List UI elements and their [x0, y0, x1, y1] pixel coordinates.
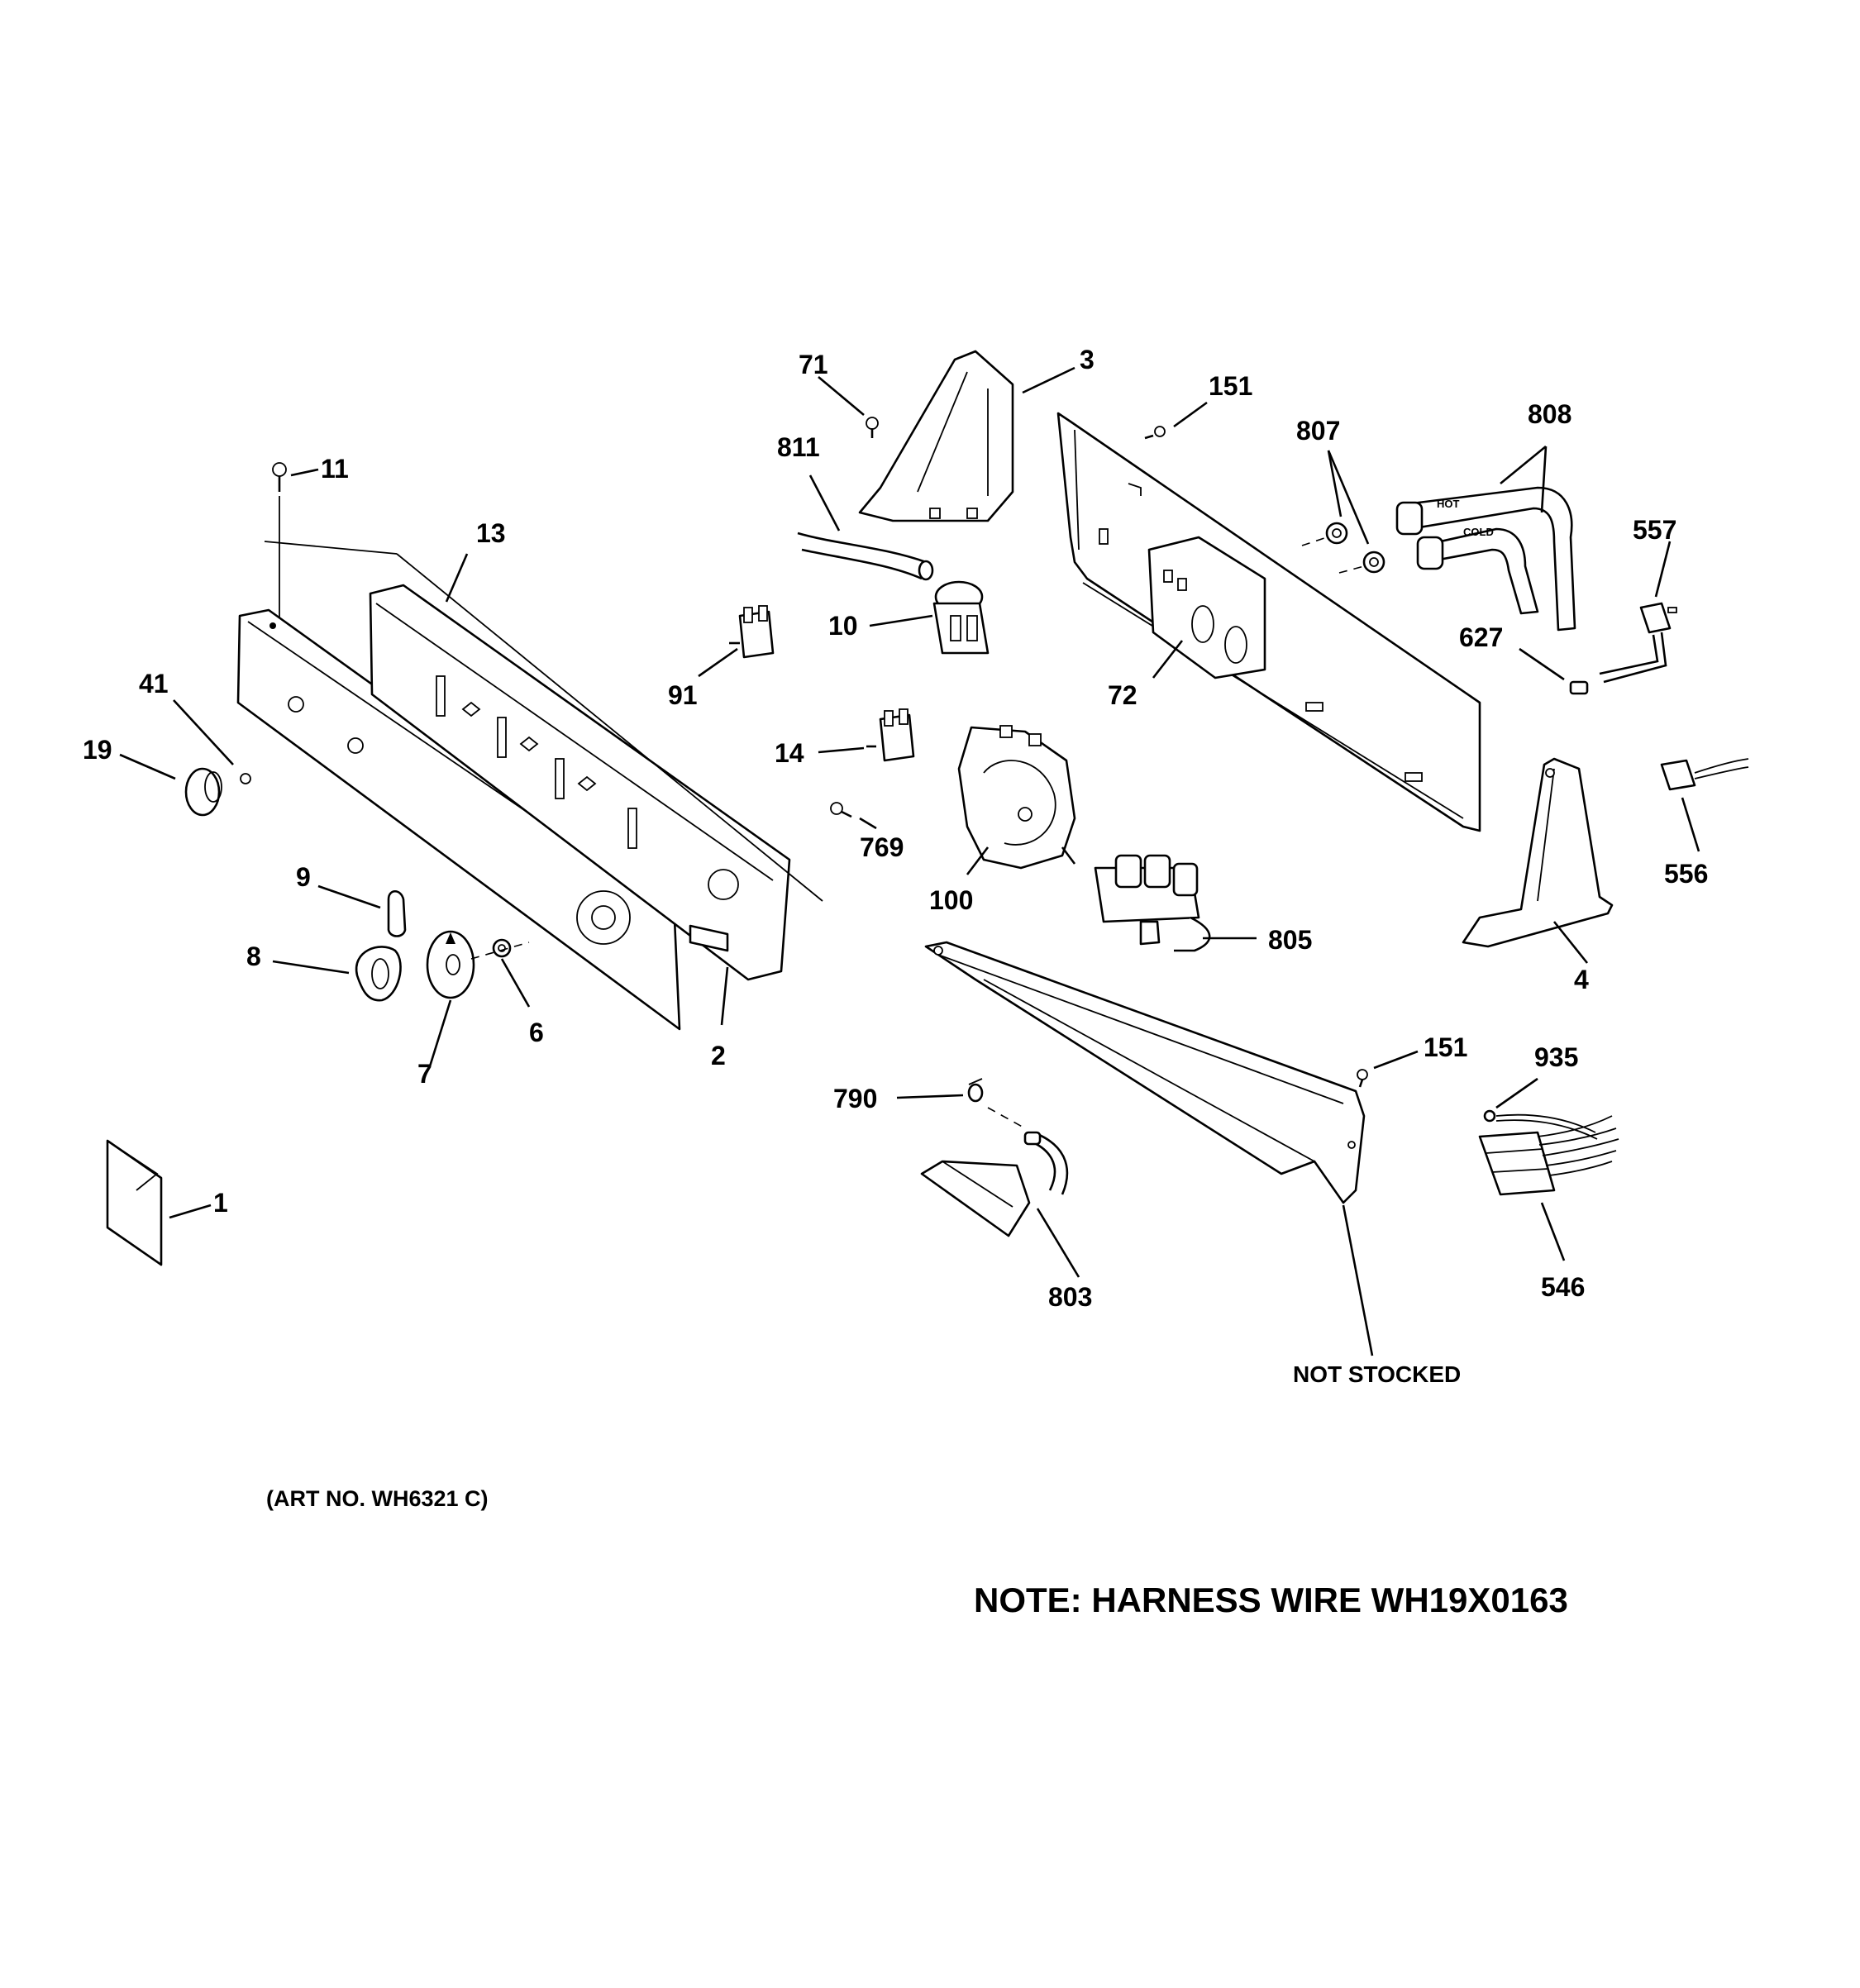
- callout: 72: [1108, 680, 1137, 710]
- harness-935: [1483, 1077, 1598, 1140]
- end-cap-left-3: [858, 350, 1075, 522]
- clamp-790: [896, 1078, 1026, 1129]
- power-cord-557: [1599, 541, 1677, 684]
- callout: 151: [1209, 371, 1252, 401]
- not-stocked-label: NOT STOCKED: [1293, 1361, 1461, 1387]
- callout: 769: [860, 832, 904, 862]
- callout: 2: [711, 1041, 726, 1070]
- timer-knob-set: [272, 884, 531, 1067]
- hose-label-cold: COLD: [1463, 526, 1494, 538]
- tube-811: [797, 474, 934, 581]
- callout: 556: [1664, 859, 1708, 889]
- art-number: (ART NO. WH6321 C): [266, 1486, 489, 1511]
- callout: 4: [1574, 965, 1589, 994]
- callout: 627: [1459, 622, 1503, 652]
- knob-19: [119, 699, 251, 817]
- callout: 41: [139, 669, 169, 698]
- lower-bracket-not-stocked: [924, 941, 1374, 1356]
- connector-556: [1660, 758, 1749, 852]
- harness-block-546: [1478, 1115, 1619, 1261]
- screw-11: [272, 462, 319, 628]
- callout: 811: [777, 432, 820, 462]
- callout: 14: [775, 738, 804, 768]
- screw-151-bottom: [1357, 1050, 1419, 1088]
- callout: 8: [246, 942, 261, 971]
- callout: 803: [1048, 1282, 1092, 1312]
- callout: 790: [833, 1084, 877, 1113]
- callout: 151: [1424, 1032, 1467, 1062]
- screw-769: [830, 802, 877, 830]
- callout: 7: [417, 1059, 432, 1089]
- rear-panel-72: [1056, 412, 1481, 832]
- screw-71: [818, 376, 879, 438]
- backsplash-frame-13: [264, 541, 823, 981]
- callout: 557: [1633, 515, 1676, 545]
- literature-envelope: [106, 1139, 212, 1266]
- hose-label-hot: HOT: [1437, 498, 1460, 510]
- switch-91: [698, 605, 775, 678]
- callout: 10: [828, 611, 858, 641]
- hose-washers-807: [1301, 450, 1385, 574]
- screw-151-top: [1144, 401, 1208, 440]
- callout: 71: [799, 350, 828, 379]
- inlet-hoses-808: HOT COLD: [1395, 445, 1576, 632]
- callout: 1: [213, 1188, 228, 1218]
- callout: 807: [1296, 416, 1340, 446]
- hose-assembly-803: [920, 1131, 1080, 1278]
- callout: 19: [83, 735, 112, 765]
- callout: 805: [1268, 925, 1312, 955]
- callout: 91: [668, 680, 698, 710]
- callout: 100: [929, 885, 973, 915]
- callout: 3: [1080, 345, 1095, 374]
- switch-14: [818, 708, 915, 762]
- callout: 6: [529, 1018, 544, 1047]
- harness-note: NOTE: HARNESS WIRE WH19X0163: [974, 1580, 1568, 1619]
- callout: 935: [1534, 1042, 1578, 1072]
- timer-100: [957, 725, 1076, 875]
- callout: 546: [1541, 1272, 1585, 1302]
- callout: 808: [1528, 399, 1571, 429]
- callout: 13: [476, 518, 506, 548]
- callout-labels: 71 3 151 807 808 811 11 13 557 10 627 91…: [83, 345, 1708, 1312]
- callout: 11: [321, 454, 349, 484]
- water-valve-805: [1094, 854, 1257, 952]
- pressure-switch-10: [869, 580, 990, 655]
- callout: 9: [296, 862, 311, 892]
- end-cap-right-4: [1462, 757, 1614, 964]
- connector-627: [1519, 647, 1589, 695]
